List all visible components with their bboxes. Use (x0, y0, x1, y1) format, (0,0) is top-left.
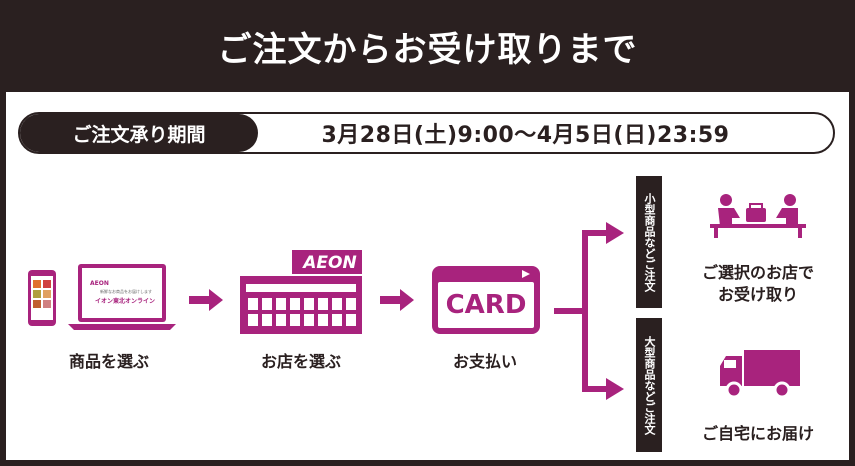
store-icon (234, 250, 368, 336)
arrow-right-icon (380, 289, 416, 315)
option-pickup-caption: ご選択のお店で お受け取り (678, 262, 838, 306)
branch-arrow-icon (554, 216, 626, 406)
page-title: ご注文からお受け取りまで (0, 0, 855, 92)
small-items-tag: 小型商品などご注文 (636, 176, 662, 308)
arrow-right-icon (189, 289, 225, 315)
store-sign-text: AEON (303, 253, 357, 273)
large-items-tag: 大型商品などご注文 (636, 318, 662, 452)
card-icon (430, 264, 542, 336)
step-caption-payment: お支払い (452, 352, 517, 371)
order-period-value: 3月28日(土)9:00〜4月5日(日)23:59 (321, 123, 730, 148)
card-text: CARD (445, 290, 527, 320)
phone-laptop-icon (24, 262, 186, 334)
screen-text: イオン東北オンライン (95, 298, 156, 305)
option-pickup-caption-line1: ご選択のお店で (701, 263, 814, 282)
order-period-label: ご注文承り期間 (20, 114, 258, 152)
delivery-truck-icon (718, 348, 802, 400)
store-pickup-icon (706, 190, 810, 240)
option-pickup-caption-line2: お受け取り (717, 285, 798, 304)
screen-brand: AEON (90, 280, 109, 287)
step-caption-select-store: お店を選ぶ (260, 352, 341, 371)
step-caption-select-product: 商品を選ぶ (68, 352, 149, 371)
option-delivery-caption: ご自宅にお届け (701, 424, 814, 443)
order-period-bar: ご注文承り期間 3月28日(土)9:00〜4月5日(日)23:59 (18, 112, 835, 154)
screen-small-text: 新鮮なお商品をお届けします (100, 289, 152, 294)
page-title-text: ご注文からお受け取りまで (217, 29, 638, 70)
